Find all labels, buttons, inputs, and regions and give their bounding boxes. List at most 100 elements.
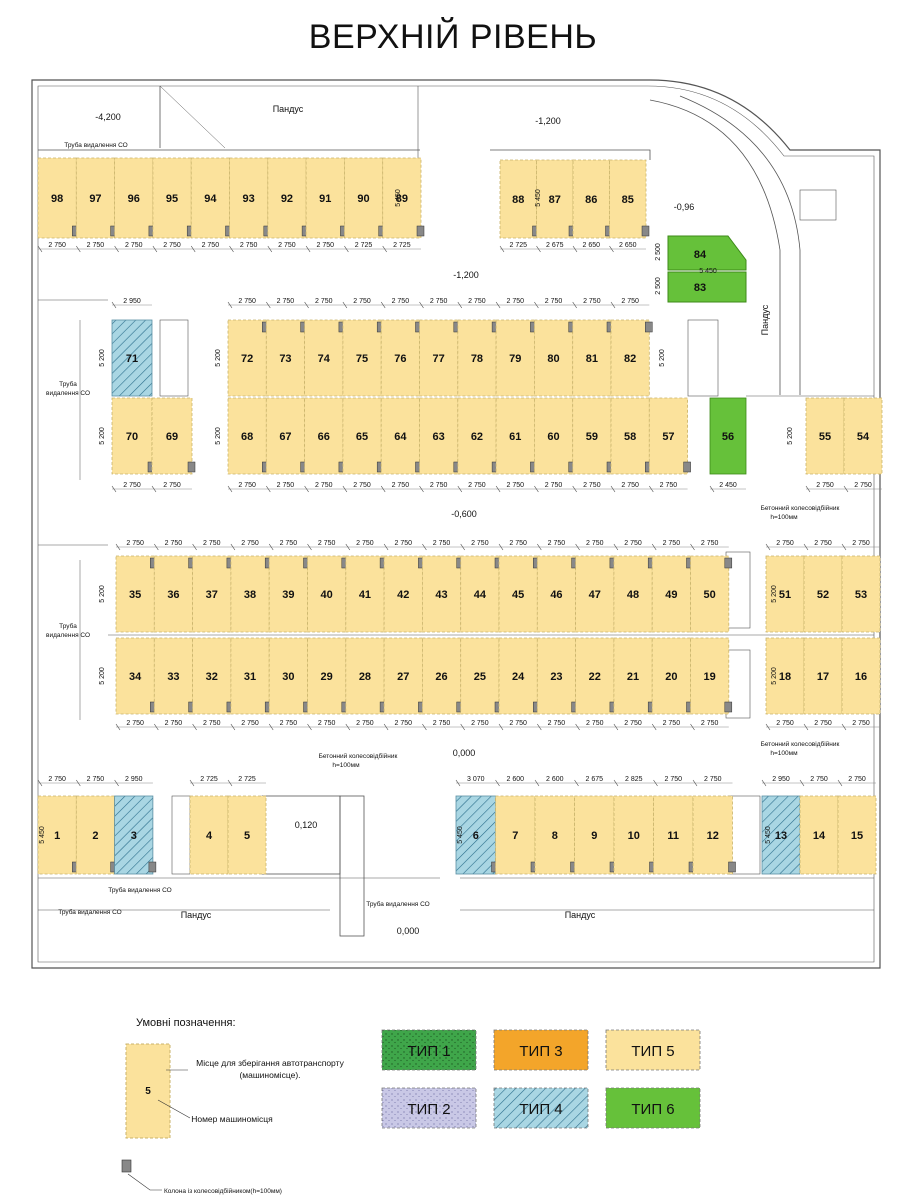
parking-spot-83: 83 xyxy=(667,271,747,303)
dimension-tick xyxy=(457,485,463,493)
dimension-tick xyxy=(692,779,698,787)
spot-area xyxy=(342,319,382,397)
parking-spot-2: 2 xyxy=(75,795,118,875)
dimension-label: 2 750 xyxy=(394,720,412,727)
spot-number: 84 xyxy=(694,249,707,261)
ramp-label: Пандус xyxy=(760,304,770,335)
parking-spot-41: 41 xyxy=(345,555,388,633)
dimension-label: 2 750 xyxy=(509,720,527,727)
legend-swatch xyxy=(381,1029,477,1071)
parking-spot-95: 95 xyxy=(152,157,195,239)
spot-area xyxy=(265,319,305,397)
dimension-label: 2 750 xyxy=(816,482,834,489)
parking-spot-87: 87 xyxy=(536,159,577,239)
parking-spot-79: 79 xyxy=(495,319,538,397)
parking-spot-37: 37 xyxy=(192,555,235,633)
dimension-label: 3 070 xyxy=(467,776,485,783)
column-marker xyxy=(645,321,653,333)
spot-number: 78 xyxy=(471,353,483,365)
dimension-label: 2 750 xyxy=(586,540,604,547)
pipe-label: видалення СО xyxy=(46,390,90,397)
spot-number: 82 xyxy=(624,353,636,365)
spot-number: 33 xyxy=(167,671,179,683)
dimension-tick xyxy=(111,485,117,493)
dimension-tick xyxy=(230,543,236,551)
dimension-tick xyxy=(304,301,309,309)
dimension-label: 2 750 xyxy=(506,482,524,489)
dimension-tick xyxy=(345,543,351,551)
dimension-tick xyxy=(534,301,539,309)
dimension-tick xyxy=(76,245,81,253)
spot-area xyxy=(575,637,615,715)
spot-area xyxy=(307,637,347,715)
spot-area xyxy=(609,159,647,239)
parking-spot-21: 21 xyxy=(613,637,656,715)
dimension-label: 2 750 xyxy=(163,242,181,249)
spot-number: 88 xyxy=(512,194,524,206)
parking-spot-18: 18 xyxy=(765,637,805,715)
spot-area xyxy=(380,397,420,475)
dimension-tick xyxy=(649,485,654,493)
legend-type-3: ТИП 5 xyxy=(605,1029,701,1071)
parking-spot-54: 54 xyxy=(843,397,883,475)
dimension-tick xyxy=(304,485,309,493)
legend-heading: Умовні позначення: xyxy=(136,1017,236,1029)
spot-area xyxy=(651,555,691,633)
spot-number: 75 xyxy=(356,353,368,365)
spot-number: 27 xyxy=(397,671,409,683)
dimension-tick xyxy=(803,543,809,551)
parking-spot-98: 98 xyxy=(37,157,80,239)
spot-number: 17 xyxy=(817,671,829,683)
column-marker xyxy=(728,861,736,873)
dimension-label: 2 500 xyxy=(655,243,662,261)
pipe-label: Труба видалення СО xyxy=(58,908,121,916)
spot-area xyxy=(709,397,747,475)
spot-number: 9 xyxy=(591,830,597,842)
parking-spot-17: 17 xyxy=(803,637,843,715)
spot-number: 55 xyxy=(819,431,831,443)
legend-swatch xyxy=(605,1087,701,1129)
dimension-tick xyxy=(154,723,159,731)
parking-spot-27: 27 xyxy=(383,637,426,715)
parking-spot-26: 26 xyxy=(421,637,464,715)
legend-swatch xyxy=(493,1029,589,1071)
legend-leader xyxy=(157,1099,191,1119)
dimension-label: 2 950 xyxy=(123,298,141,305)
dimension-tick xyxy=(837,779,843,787)
parking-spot-4: 4 xyxy=(189,795,229,875)
dimension-tick xyxy=(345,723,351,731)
dimension-label: 5 200 xyxy=(99,349,106,367)
spot-number: 60 xyxy=(547,431,559,443)
spot-area xyxy=(841,637,881,715)
dimension-label: 2 750 xyxy=(278,242,296,249)
spot-number: 85 xyxy=(622,194,634,206)
spot-area xyxy=(803,555,843,633)
parking-spot-59: 59 xyxy=(572,397,615,475)
dimension-label: 2 675 xyxy=(585,776,603,783)
spot-number: 91 xyxy=(319,193,331,205)
dimension-tick xyxy=(534,779,540,787)
spot-number: 56 xyxy=(722,431,734,443)
legend-type-label: ТИП 1 xyxy=(407,1043,450,1060)
level-mark: -4,200 xyxy=(95,112,121,122)
dimension-label: 5 450 xyxy=(39,826,46,844)
dimension-label: 2 750 xyxy=(848,776,866,783)
ramp-label: Пандус xyxy=(273,104,304,114)
parking-spot-9: 9 xyxy=(574,795,618,875)
dimension-tick xyxy=(709,485,715,493)
spot-number: 25 xyxy=(474,671,486,683)
dimension-label: 2 750 xyxy=(392,298,410,305)
column-marker xyxy=(724,701,733,713)
spot-number: 44 xyxy=(474,589,487,601)
dimension-lines: 2 750 2 750 2 750 2 750 2 750 2 750 2 750 2 750… xyxy=(37,189,882,844)
parking-spot-64: 64 xyxy=(380,397,423,475)
parking-spot-20: 20 xyxy=(651,637,694,715)
spot-number: 18 xyxy=(779,671,791,683)
parking-spot-24: 24 xyxy=(498,637,541,715)
spot-number: 29 xyxy=(321,671,333,683)
spot-area xyxy=(765,555,805,633)
dimension-label: 2 750 xyxy=(621,482,639,489)
parking-spot-46: 46 xyxy=(536,555,579,633)
legend-type-label: ТИП 3 xyxy=(519,1043,562,1060)
legend-type-label: ТИП 5 xyxy=(631,1043,674,1060)
